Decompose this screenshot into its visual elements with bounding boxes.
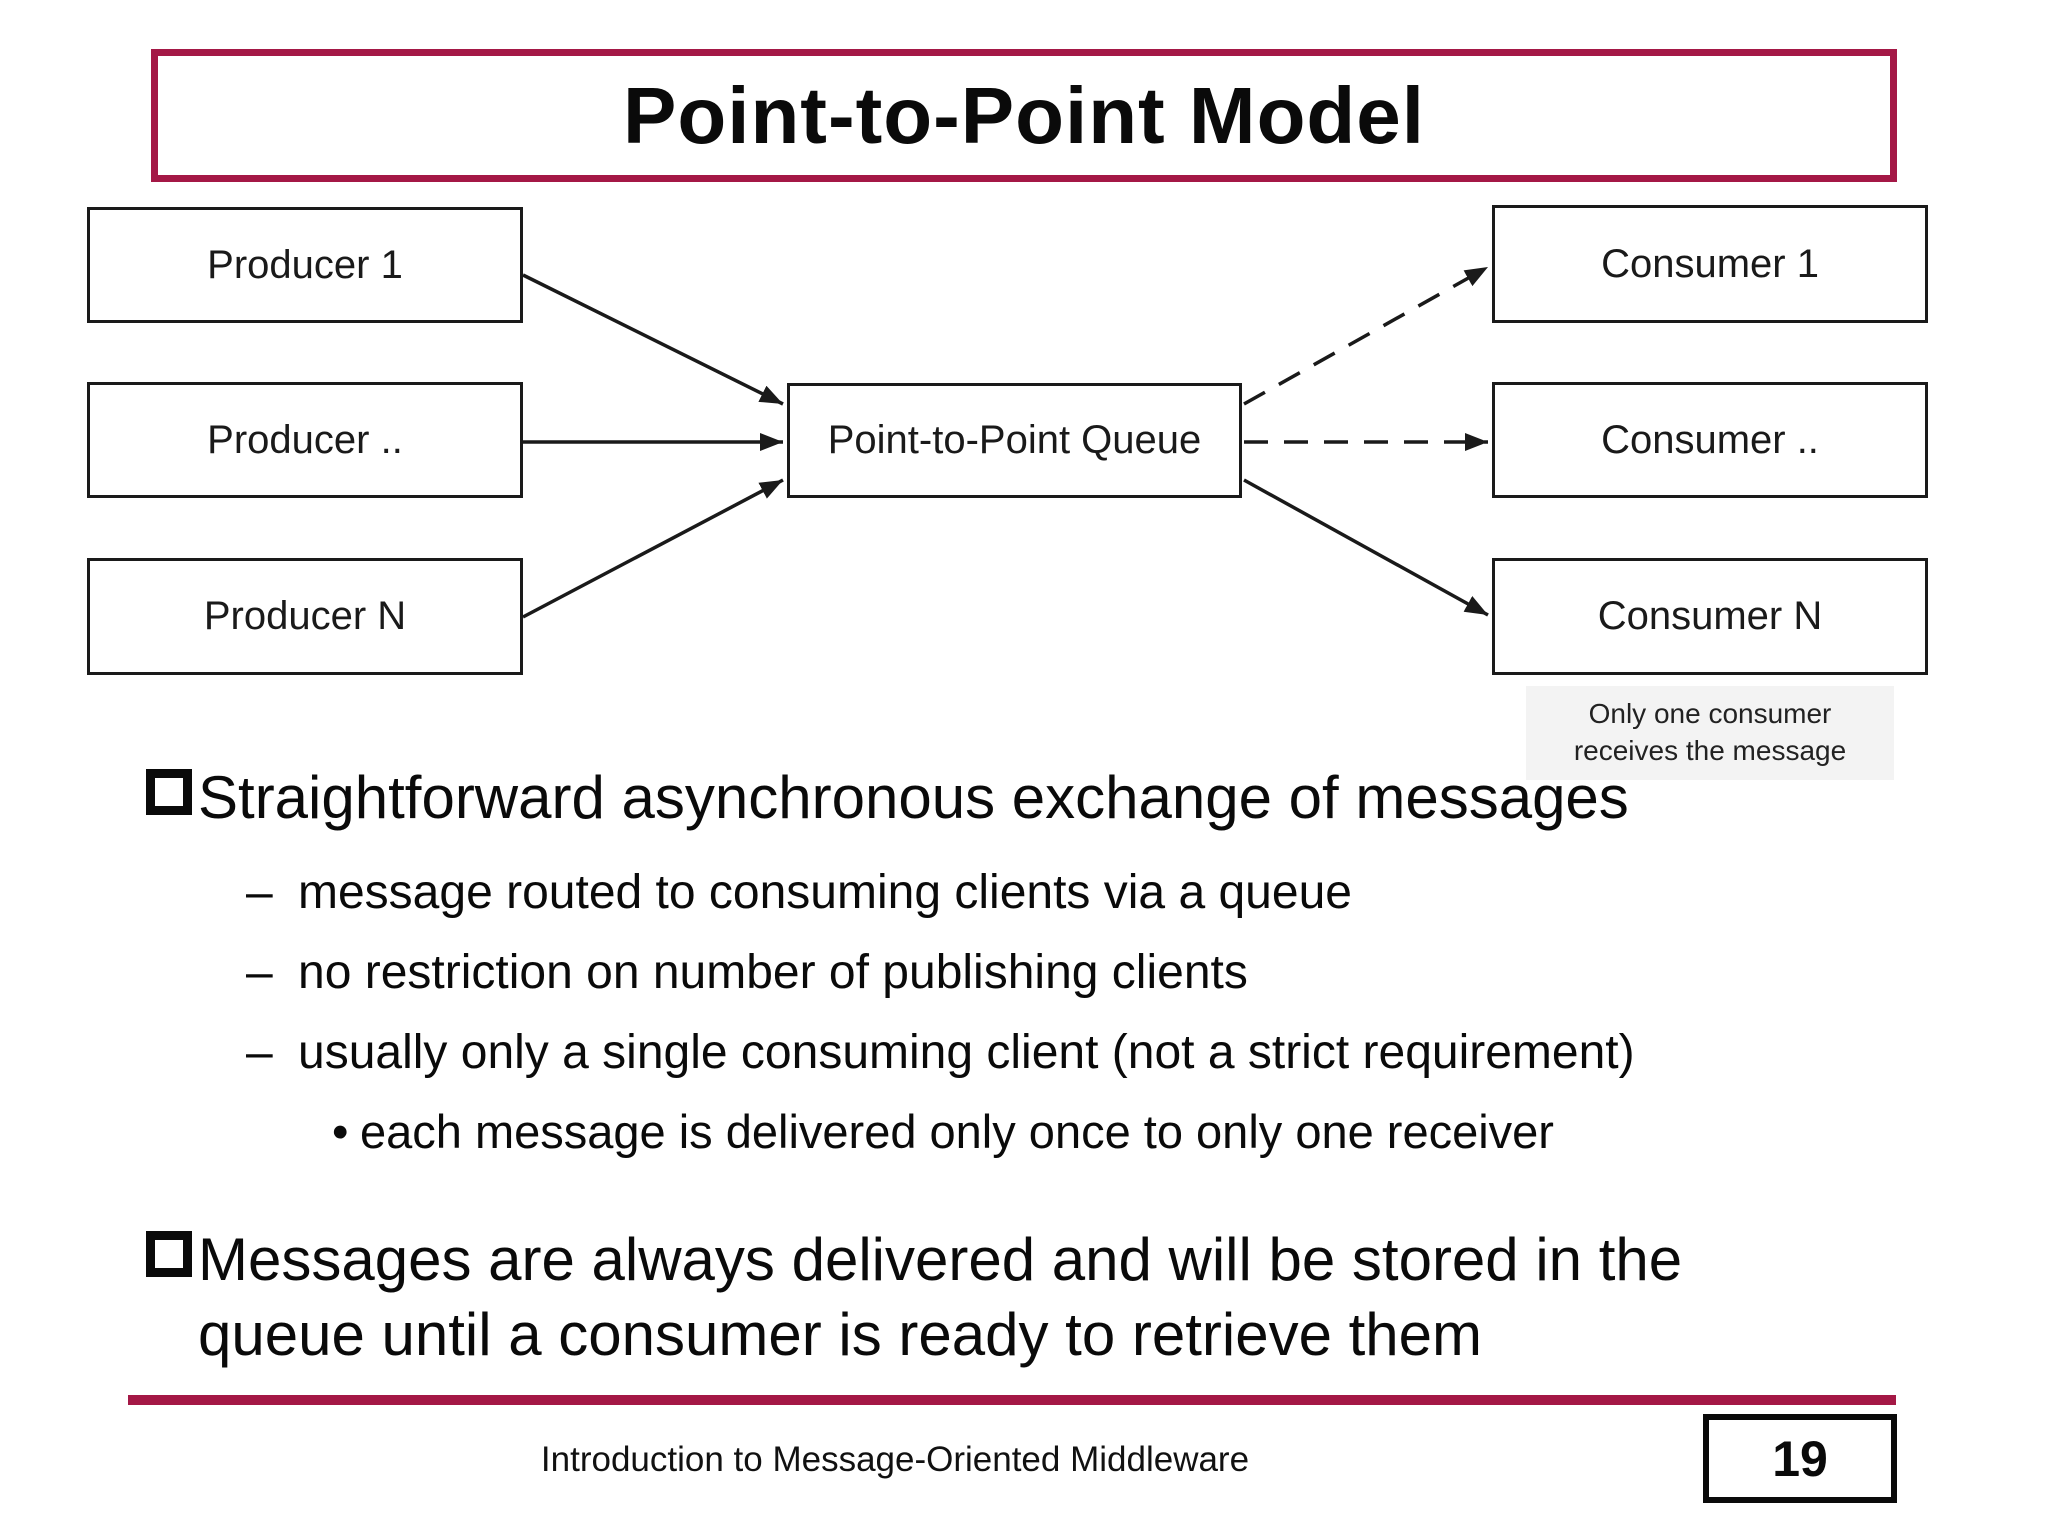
bullet-1-subsub-1-text: each message is delivered only once to o…: [360, 1105, 1554, 1158]
queue-label: Point-to-Point Queue: [827, 418, 1202, 462]
note-line-1: Only one consumer: [1588, 698, 1832, 730]
bullet-1-sub-1-text: message routed to consuming clients via …: [298, 866, 1352, 919]
footer-divider: [128, 1395, 1896, 1405]
square-bullet-icon: [146, 769, 192, 815]
square-bullet-icon: [146, 1231, 192, 1277]
consumer-1-label: Consumer 1: [1601, 241, 1819, 286]
producer-n-label: Producer N: [203, 594, 407, 638]
producer-dots-box: Producer ..: [87, 382, 523, 498]
note-line-2: receives the message: [1573, 735, 1847, 766]
consumer-dots-label: Consumer ..: [1601, 417, 1819, 462]
producer-n-box: Producer N: [87, 558, 523, 675]
dash-bullet-icon: –: [246, 866, 273, 919]
arrow-queue-to-consumer3: [1243, 478, 1489, 617]
page-title: Point-to-Point Model: [622, 70, 1426, 160]
bullet-1-sub-3: – usually only a single consuming client…: [246, 1024, 1635, 1082]
footer-caption: Introduction to Message-Oriented Middlew…: [540, 1440, 1250, 1479]
dot-bullet-icon: •: [332, 1105, 349, 1158]
bullet-2: Messages are always delivered and will b…: [146, 1222, 1946, 1372]
bullet-2-text: Messages are always delivered and will b…: [198, 1222, 1682, 1372]
arrow-producer1-to-queue: [522, 273, 784, 406]
consumer-dots-box: Consumer ..: [1492, 382, 1928, 498]
title-box: Point-to-Point Model: [151, 49, 1897, 182]
bullet-2-line-1: Messages are always delivered and will b…: [198, 1226, 1683, 1293]
producer-dots-label: Producer ..: [207, 417, 403, 462]
consumer-n-label: Consumer N: [1597, 594, 1823, 638]
only-one-consumer-note: Only one consumer receives the message: [1526, 686, 1894, 780]
point-to-point-queue-box: Point-to-Point Queue: [787, 383, 1242, 498]
dash-bullet-icon: –: [246, 1026, 273, 1079]
arrow-queue-to-consumer1-dashed: [1243, 265, 1489, 406]
arrow-producer3-to-queue: [522, 478, 784, 619]
page-number: 19: [1772, 1430, 1828, 1487]
consumer-n-box: Consumer N: [1492, 558, 1928, 675]
producer-1-box: Producer 1: [87, 207, 523, 323]
bullet-1-sub-2-text: no restriction on number of publishing c…: [298, 946, 1248, 999]
bullet-1-sub-2: – no restriction on number of publishing…: [246, 944, 1248, 1002]
producer-1-label: Producer 1: [207, 242, 403, 287]
bullet-1-sub-1: – message routed to consuming clients vi…: [246, 864, 1352, 922]
bullet-1-subsub-1: • each message is delivered only once to…: [332, 1104, 1554, 1160]
bullet-1-sub-3-text: usually only a single consuming client (…: [298, 1026, 1635, 1079]
bullet-1: Straightforward asynchronous exchange of…: [146, 760, 2026, 835]
consumer-1-box: Consumer 1: [1492, 205, 1928, 323]
page-number-box: 19: [1703, 1414, 1897, 1503]
bullet-1-text: Straightforward asynchronous exchange of…: [198, 764, 1629, 831]
bullet-2-line-2: queue until a consumer is ready to retri…: [198, 1301, 1482, 1368]
dash-bullet-icon: –: [246, 946, 273, 999]
